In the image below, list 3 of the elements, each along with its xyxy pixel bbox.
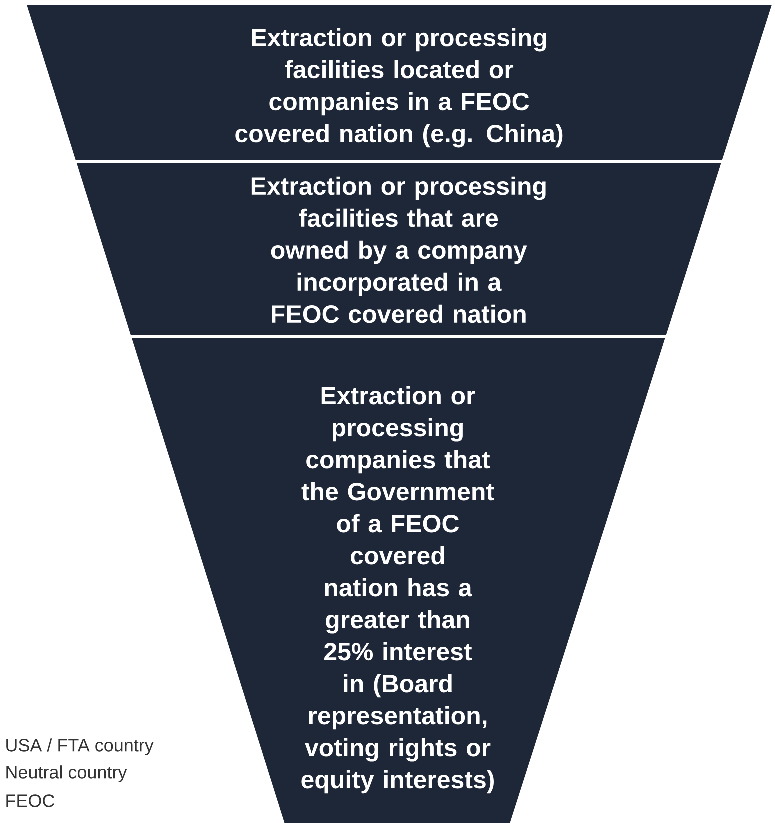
funnel-band: Extraction or processing facilities located or companies in a FEOC covered nation (e.g. China) bbox=[27, 5, 772, 160]
funnel-band: Extraction or processing facilities that are owned by a company incorporated in a FEOC covered nation bbox=[76, 163, 722, 335]
legend-text: FEOC bbox=[6, 794, 55, 808]
